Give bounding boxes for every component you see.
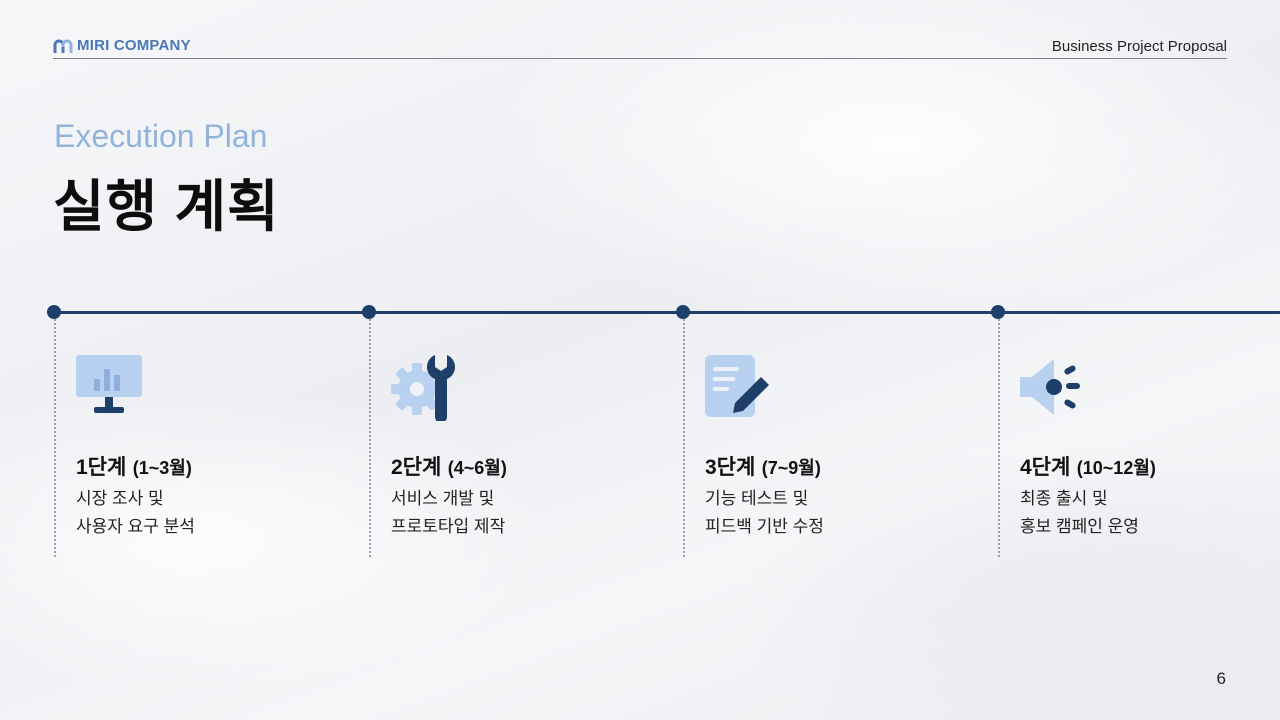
step-heading: 3단계 (7~9월) [705,451,821,481]
megaphone-icon [1018,353,1090,421]
step-description-line: 서비스 개발 및 [391,489,495,508]
step-stage: 1단계 [76,456,127,479]
step-description-line: 최종 출시 및 [1020,489,1108,508]
header-document-title: Business Project Proposal [1051,38,1227,55]
timeline-divider [54,319,56,557]
step-period: (7~9월) [761,458,821,478]
logo-m-icon [53,39,73,53]
timeline-divider [683,319,685,557]
step-description: 서비스 개발 및 프로토타입 제작 [391,485,505,541]
step-description: 기능 테스트 및 피드백 기반 수정 [705,485,824,541]
step-description: 시장 조사 및 사용자 요구 분석 [76,485,195,541]
logo-text: MIRI COMPANY [77,37,191,54]
step-description: 최종 출시 및 홍보 캠페인 운영 [1020,485,1139,541]
timeline-dot [362,305,376,319]
timeline-step-2: 2단계 (4~6월) 서비스 개발 및 프로토타입 제작 [362,305,669,557]
page-number: 6 [1216,669,1226,688]
timeline-dot [47,305,61,319]
timeline-step-3: 3단계 (7~9월) 기능 테스트 및 피드백 기반 수정 [676,305,983,557]
step-heading: 2단계 (4~6월) [391,451,507,481]
step-stage: 2단계 [391,456,442,479]
step-description-line: 사용자 요구 분석 [76,517,195,536]
step-description-line: 홍보 캠페인 운영 [1020,517,1139,536]
step-description-line: 프로토타입 제작 [391,517,506,536]
company-logo: MIRI COMPANY [53,37,191,54]
step-description-line: 피드백 기반 수정 [705,517,824,536]
step-period: (1~3월) [132,458,192,478]
timeline-line [53,311,1280,314]
step-period: (4~6월) [447,458,507,478]
monitor-chart-icon [74,353,146,421]
timeline-dot [676,305,690,319]
step-heading: 1단계 (1~3월) [76,451,192,481]
step-description-line: 시장 조사 및 [76,489,164,508]
timeline-step-4: 4단계 (10~12월) 최종 출시 및 홍보 캠페인 운영 [991,305,1280,557]
step-description-line: 기능 테스트 및 [705,489,809,508]
step-stage: 3단계 [705,456,756,479]
timeline-step-1: 1단계 (1~3월) 시장 조사 및 사용자 요구 분석 [47,305,354,557]
gear-wrench-icon [389,353,461,423]
slide-title: 실행 계획 [53,175,280,238]
step-stage: 4단계 [1020,456,1071,479]
document-pen-icon [703,353,775,421]
timeline-dot [991,305,1005,319]
step-heading: 4단계 (10~12월) [1020,451,1156,481]
timeline-divider [369,319,371,557]
slide-subtitle: Execution Plan [54,118,268,154]
timeline-divider [998,319,1000,557]
step-period: (10~12월) [1076,458,1156,478]
slide-header: MIRI COMPANY Business Project Proposal [53,36,1227,59]
